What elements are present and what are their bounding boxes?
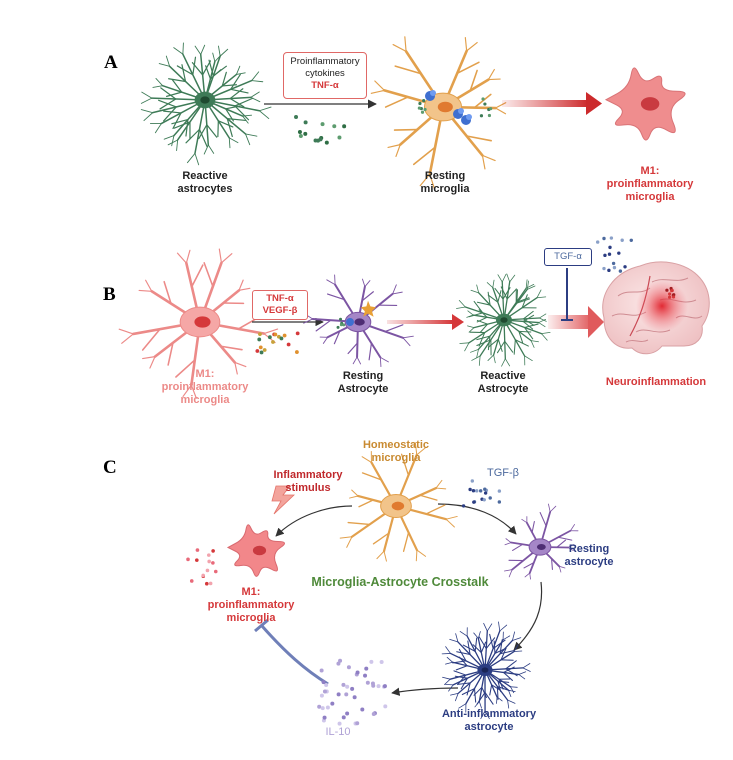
tgf-beta-label: TGF-β [487,467,519,479]
cytokine-box-a-line1: Proinflammatory [290,56,360,67]
tgf-alpha-box: TGF-α [544,248,592,266]
neuroinflammation-arrow [548,306,604,338]
reactive-astrocyte-cell-b [456,273,551,367]
homeostatic-microglia-cell [339,442,458,562]
reactive-astrocyte-cell-a [140,42,272,166]
anti-inflammatory-label: Anti-inflammatory astrocyte [441,708,537,733]
resting-astrocyte-cell-b [303,274,414,368]
panel-a-letter: A [104,52,118,73]
resting-microglia-label: Resting microglia [420,170,470,195]
m1-microglia-cell-a [604,67,686,141]
m1-label-c: M1: proinflammatory microglia [207,586,295,624]
panel-c-letter: C [103,457,117,478]
resting-astrocyte-label-b: Resting Astrocyte [337,370,389,395]
reactive-astrocyte-label-b: Reactive Astrocyte [477,370,529,395]
brain-image [602,261,710,355]
resting-astrocyte-cell-c [504,503,579,580]
m1-microglia-cell-b [118,248,279,399]
crosstalk-title: Microglia-Astrocyte Crosstalk [311,575,489,589]
anti-inflammatory-astrocyte-cell [441,621,531,720]
il10-dots [317,658,388,726]
homeostatic-microglia-label: Homeostatic microglia [362,439,430,464]
lightning-icon [271,485,296,515]
m1-label-a: M1: proinflammatory microglia [606,165,694,203]
tgf-alpha-dots [595,236,635,273]
tgf-beta-dots [461,479,502,508]
cytokine-box-b: TNF-α VEGF-β [252,290,308,320]
m1-microglia-cell-c [226,524,285,577]
crosstalk-cycle [254,503,543,696]
m1-label-b: M1: proinflammatory microglia [161,368,249,406]
panel-b-letter: B [103,284,116,305]
activation-arrow-a [502,92,602,115]
il10-label: IL-10 [325,726,351,738]
reactive-astrocytes-label: Reactive astrocytes [177,170,233,195]
inflammation-dots [665,286,676,299]
cytokine-box-a-line2: cytokines [305,68,345,79]
tgf-inhibition-line [561,268,573,321]
cytokine-box-b-line1: TNF-α [266,293,294,304]
cytokine-dots-a [294,114,347,145]
neuroinflammation-label: Neuroinflammation [605,376,707,388]
resting-microglia-cell-a [370,36,507,190]
inflammatory-stimulus-label: Inflammatory stimulus [273,469,343,494]
cytokine-box-a-line3: TNF-α [311,80,339,91]
cytokine-box-a: Proinflammatory cytokines TNF-α [283,52,367,99]
cytokine-box-b-line2: VEGF-β [262,305,298,316]
cytokine-dots-b [255,331,300,355]
resting-astrocyte-label-c: Resting astrocyte [564,543,614,568]
m1-dots [186,548,218,586]
activation-arrow-b [387,314,464,330]
